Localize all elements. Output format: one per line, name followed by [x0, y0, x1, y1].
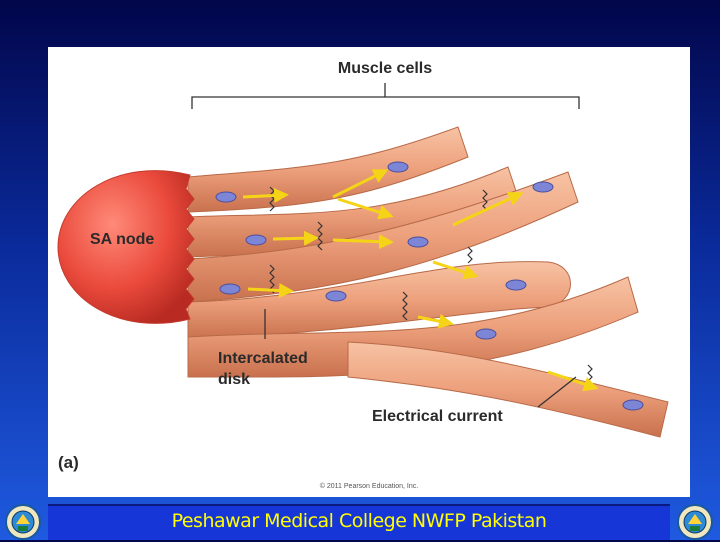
intercalated-disk	[482, 189, 488, 211]
current-arrow	[452, 191, 524, 227]
figure-panel: Muscle cells SA node Intercalated disk E…	[48, 47, 690, 497]
nucleus	[532, 181, 554, 193]
nucleus	[407, 236, 429, 248]
nucleus	[387, 161, 409, 173]
nucleus	[505, 279, 527, 291]
cardiac-conduction-diagram: Muscle cells SA node Intercalated disk E…	[57, 60, 669, 490]
nucleus	[475, 328, 497, 340]
electrical-current-pointer	[537, 376, 577, 408]
footer-bar	[48, 504, 670, 540]
intercalated-disk	[402, 291, 408, 321]
intercalated-disk	[467, 246, 473, 264]
copyright-notice: © 2011 Pearson Education, Inc.	[320, 482, 418, 490]
current-arrow	[332, 169, 389, 199]
nucleus	[325, 290, 347, 302]
current-arrow	[242, 187, 289, 203]
panel-letter: (a)	[58, 453, 79, 472]
sa-node	[57, 170, 195, 324]
current-arrow	[272, 230, 319, 246]
muscle-fiber	[347, 341, 669, 438]
nucleus	[215, 191, 237, 203]
current-arrow	[332, 234, 394, 250]
college-seal-icon	[677, 504, 713, 540]
intercalated-disk	[269, 264, 275, 294]
nucleus	[219, 283, 241, 295]
muscle-fiber	[187, 126, 469, 213]
nuclei	[215, 161, 644, 411]
intercalated-disk-label-line1: Intercalated	[218, 350, 308, 367]
current-arrow	[547, 370, 599, 392]
current-arrow	[337, 197, 394, 220]
muscle-cells-label: Muscle cells	[338, 60, 432, 77]
muscle-fibers	[187, 126, 669, 438]
muscle-fiber	[187, 261, 571, 340]
current-arrow	[417, 313, 454, 329]
footer-text: Peshawar Medical College NWFP Pakistan	[171, 510, 547, 532]
muscle-cells-bracket	[191, 83, 580, 109]
current-arrows	[242, 169, 599, 392]
nucleus	[245, 234, 267, 246]
nucleus	[622, 399, 644, 411]
intercalated-disk-label-line2: disk	[218, 371, 250, 388]
college-seal-icon	[5, 504, 41, 540]
sa-node-label: SA node	[90, 231, 154, 248]
current-arrow	[432, 260, 479, 280]
footer: Peshawar Medical College NWFP Pakistan	[0, 500, 720, 540]
muscle-fiber	[187, 276, 639, 378]
electrical-current-label: Electrical current	[372, 408, 503, 425]
current-arrow	[247, 283, 294, 299]
